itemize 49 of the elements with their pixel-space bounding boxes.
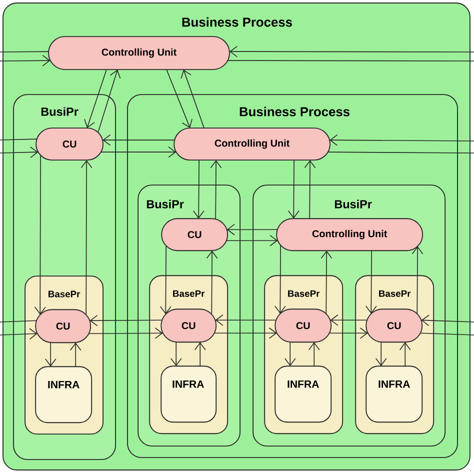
control-unit-pill: Controlling Unit	[174, 128, 331, 161]
arrow	[34, 154, 46, 315]
arrow	[229, 46, 474, 58]
arrow	[84, 69, 107, 128]
arrow	[366, 250, 377, 314]
arrow	[166, 69, 192, 128]
arrow	[0, 54, 50, 66]
arrow	[330, 314, 368, 326]
arrow	[0, 146, 38, 158]
arrow	[328, 327, 368, 339]
arrow	[274, 244, 286, 314]
arrow	[170, 342, 182, 366]
arrow	[304, 160, 316, 219]
arrow	[100, 146, 176, 158]
arrow	[226, 234, 278, 246]
arrow	[180, 70, 204, 128]
infrastructure-box: INFRA	[160, 366, 217, 423]
arrow	[214, 327, 277, 339]
arrow	[98, 70, 121, 133]
arrow	[330, 134, 474, 146]
arrow	[192, 160, 204, 219]
arrow	[80, 160, 92, 316]
infrastructure-box: INFRA	[366, 366, 423, 423]
arrow	[88, 328, 163, 339]
arrow	[206, 250, 218, 315]
arrow	[194, 342, 206, 367]
arrow	[0, 328, 38, 340]
infrastructure-box: INFRA	[274, 366, 332, 423]
arrow	[421, 314, 474, 326]
arrow	[210, 160, 222, 220]
arrow	[226, 224, 278, 236]
arrow	[284, 342, 296, 366]
control-unit-pill: CU	[161, 218, 228, 252]
control-unit-pill: CU	[36, 128, 104, 161]
arrow	[160, 245, 172, 314]
arrow	[375, 342, 387, 366]
arrow	[288, 160, 300, 219]
arrow	[412, 246, 424, 314]
arrow	[215, 314, 276, 326]
arrow	[90, 314, 162, 326]
infrastructure-box: INFRA	[35, 366, 92, 424]
arrow	[399, 342, 411, 367]
arrow	[308, 342, 320, 367]
arrow	[70, 342, 82, 368]
control-unit-pill: Controlling Unit	[48, 36, 230, 70]
arrow	[320, 250, 332, 314]
arrow	[44, 342, 56, 367]
arrow	[102, 134, 175, 146]
control-unit-pill: Controlling Unit	[276, 218, 424, 252]
